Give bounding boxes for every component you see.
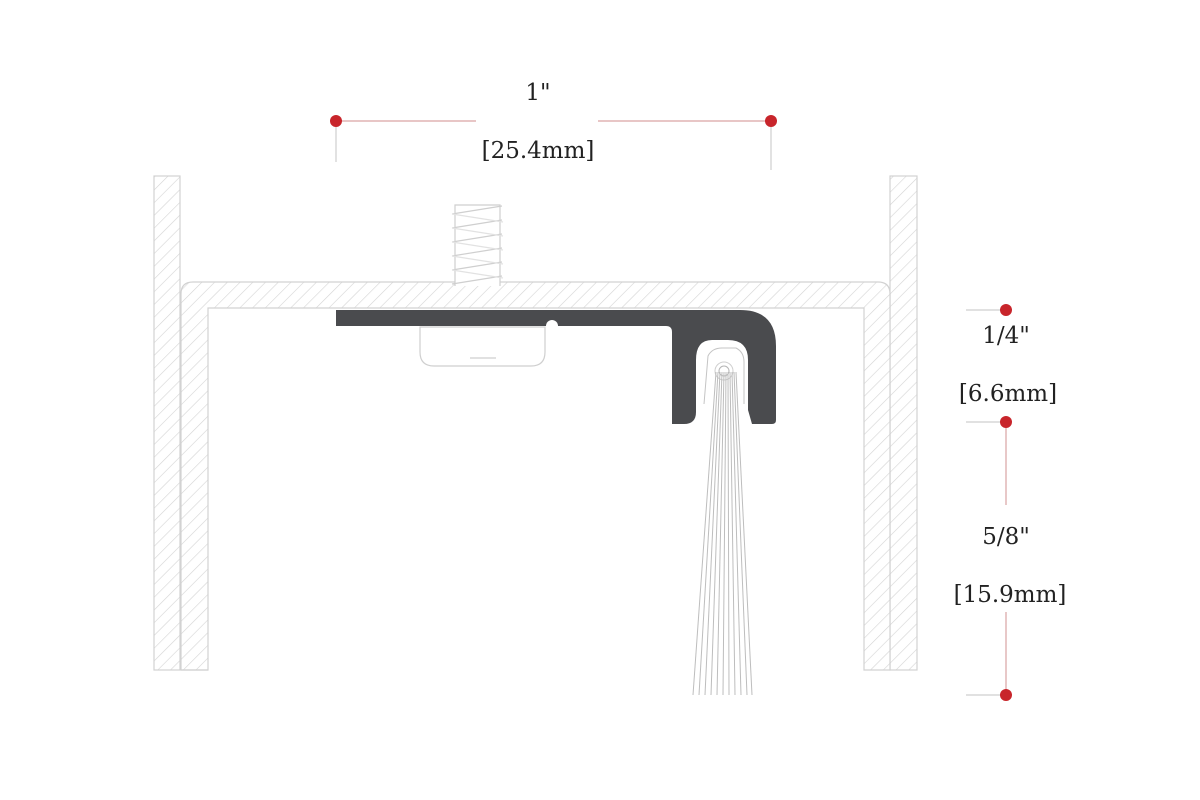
flange-metric-label: [6.6mm] xyxy=(959,381,1057,407)
left-jamb-outer xyxy=(153,175,181,671)
channel-profile xyxy=(180,281,891,671)
width-metric-label: [25.4mm] xyxy=(482,138,595,164)
flange-imperial-label: 1/4" xyxy=(982,323,1030,349)
screw xyxy=(419,204,546,367)
profile-groove xyxy=(546,320,558,332)
width-marker-left xyxy=(330,115,342,127)
width-marker-right xyxy=(765,115,777,127)
aluminum-profile xyxy=(336,310,776,424)
brush-imperial-label: 5/8" xyxy=(982,524,1030,550)
width-imperial-label: 1" xyxy=(525,80,550,106)
flange-marker-top xyxy=(1000,304,1012,316)
frame-section xyxy=(153,175,918,671)
brush-metric-label: [15.9mm] xyxy=(954,582,1067,608)
brush-pile xyxy=(692,347,753,696)
height-dimensions: 1/4" [6.6mm] 5/8" [15.9mm] xyxy=(954,304,1067,701)
brush-marker-bottom xyxy=(1000,689,1012,701)
flange-marker-bottom xyxy=(1000,416,1012,428)
screw-head xyxy=(419,326,546,367)
width-dimension: 1" [25.4mm] xyxy=(330,80,777,170)
right-jamb-outer xyxy=(889,175,918,671)
